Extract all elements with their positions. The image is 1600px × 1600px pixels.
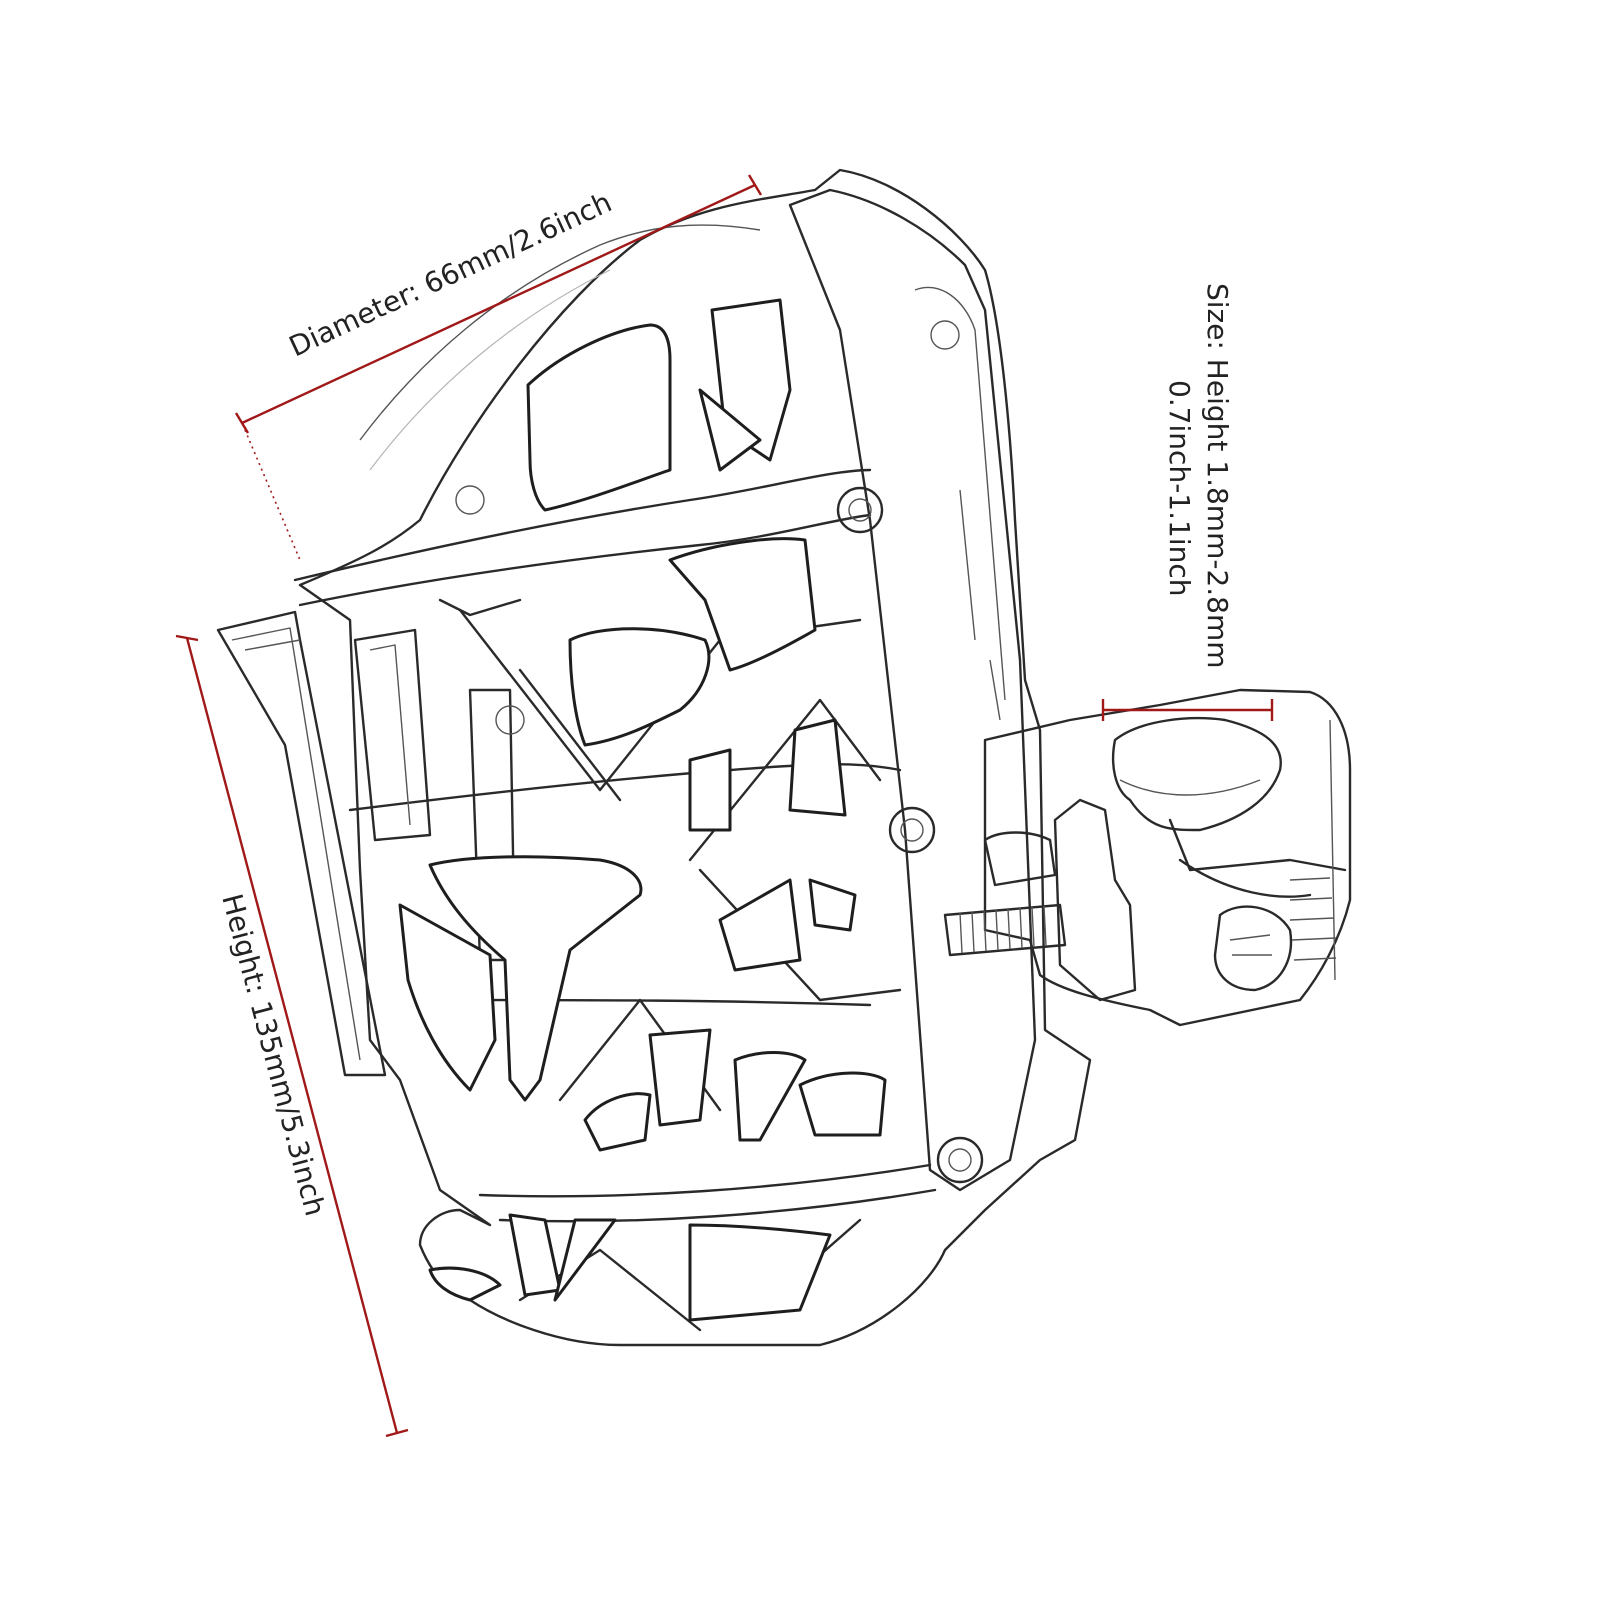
height-label: Height: 135mm/5.3inch [215,890,332,1219]
diameter-dimension-line [241,183,756,425]
screw-bottom [936,1136,984,1184]
cup-holder-illustration [216,168,1352,1347]
screw-middle [888,806,936,854]
clamp-size-label-line1: Size: Height 1.8mm-2.8mm [1201,283,1234,669]
cutout-lower-left [428,855,643,1102]
clamp-size-dimension: Size: Height 1.8mm-2.8mm 0.7inch-1.1inch [1101,283,1274,721]
cutout-upper-left [526,323,672,512]
diameter-tick-start [234,412,250,434]
clamp-size-label-line2: 0.7inch-1.1inch [1163,380,1196,597]
diameter-extension-line [244,429,301,561]
height-tick-bottom [385,1428,409,1438]
cutout-bottom [688,1223,832,1322]
diameter-tick-end [747,174,763,196]
handlebar-clamp [943,688,1352,1027]
screw-top [836,486,884,534]
cutout-center-triangle [788,718,847,817]
height-tick-top [175,634,199,642]
height-dimension-line [185,637,399,1434]
screw-inner-left [455,485,525,735]
cutout-middle-right [668,537,817,672]
height-dimension: Height: 135mm/5.3inch [175,634,409,1438]
cutout-middle-left [568,627,711,747]
diameter-label: Diameter: 66mm/2.6inch [284,185,617,363]
